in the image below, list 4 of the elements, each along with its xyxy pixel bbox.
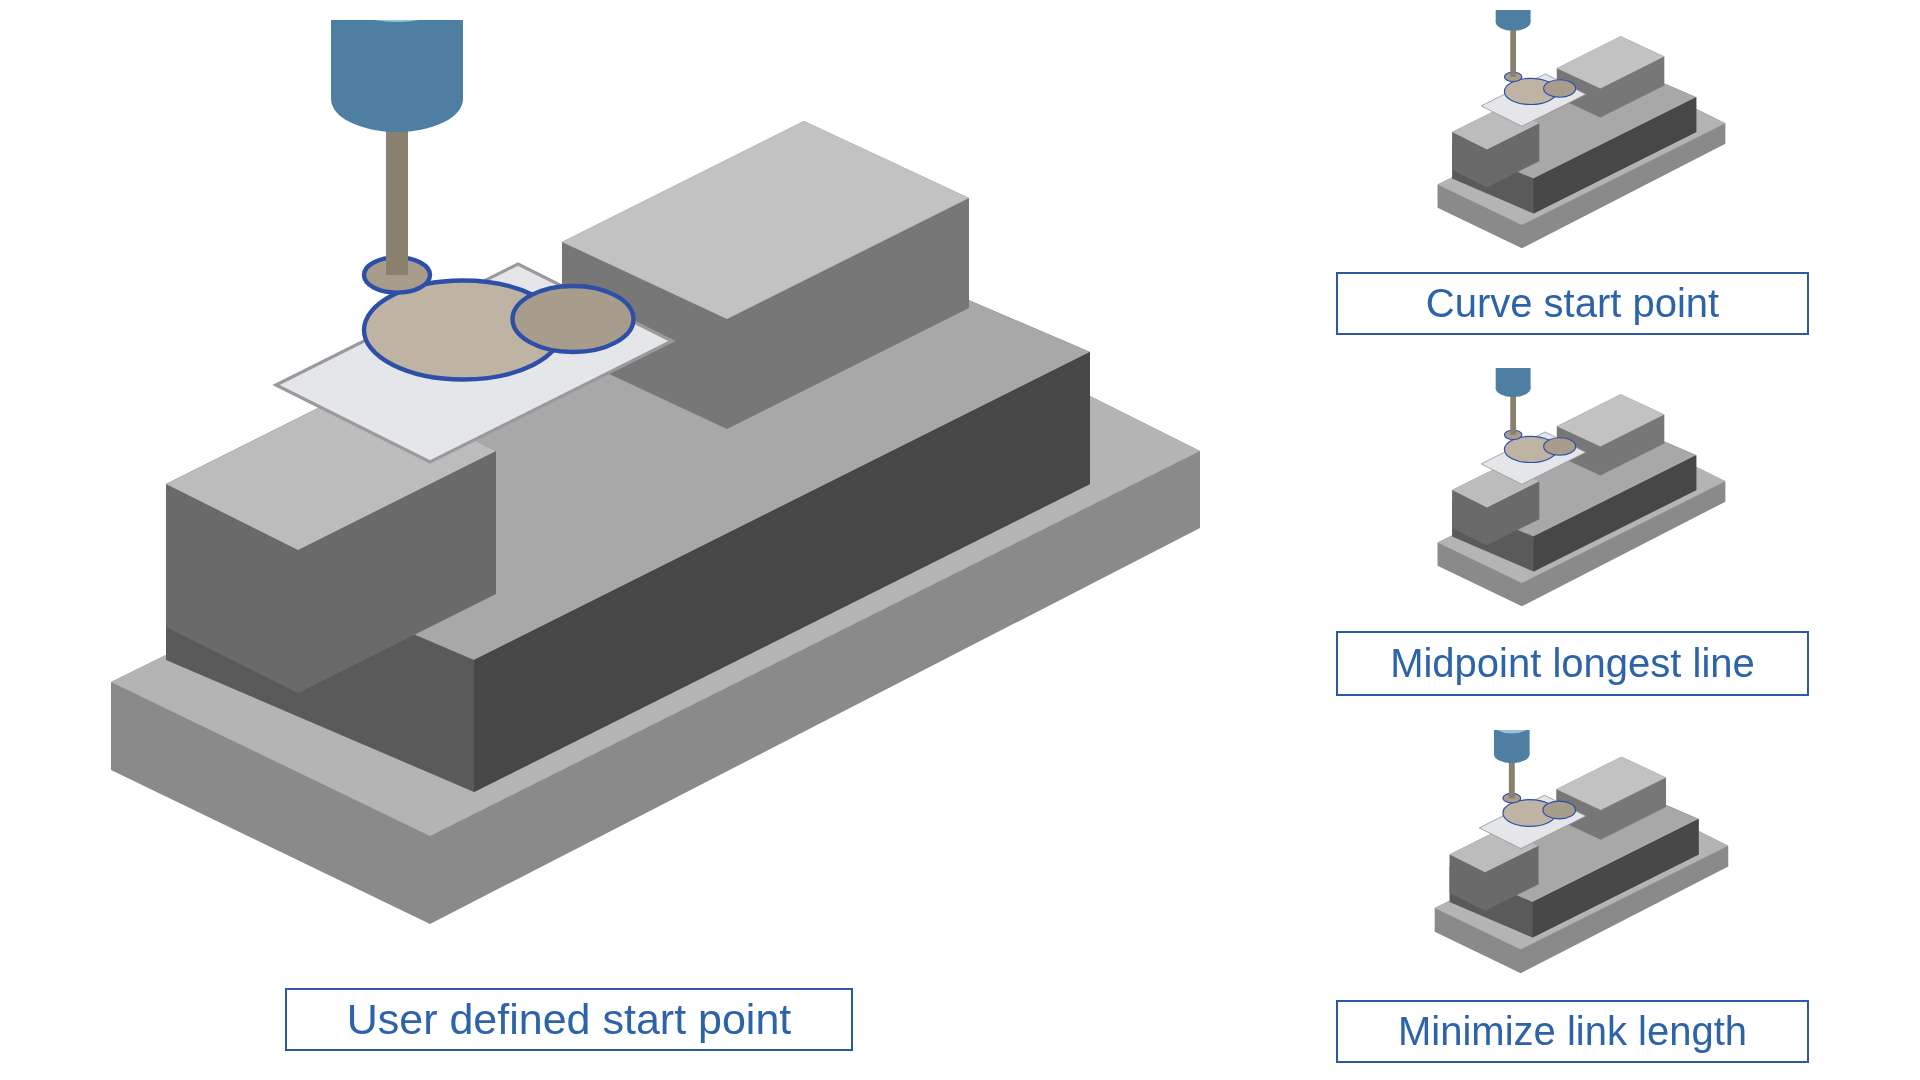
caption-box: User defined start point — [285, 988, 853, 1051]
caption-box: Minimize link length — [1336, 1000, 1809, 1063]
caption-box: Midpoint longest line — [1336, 631, 1809, 696]
caption-box: Curve start point — [1336, 272, 1809, 335]
